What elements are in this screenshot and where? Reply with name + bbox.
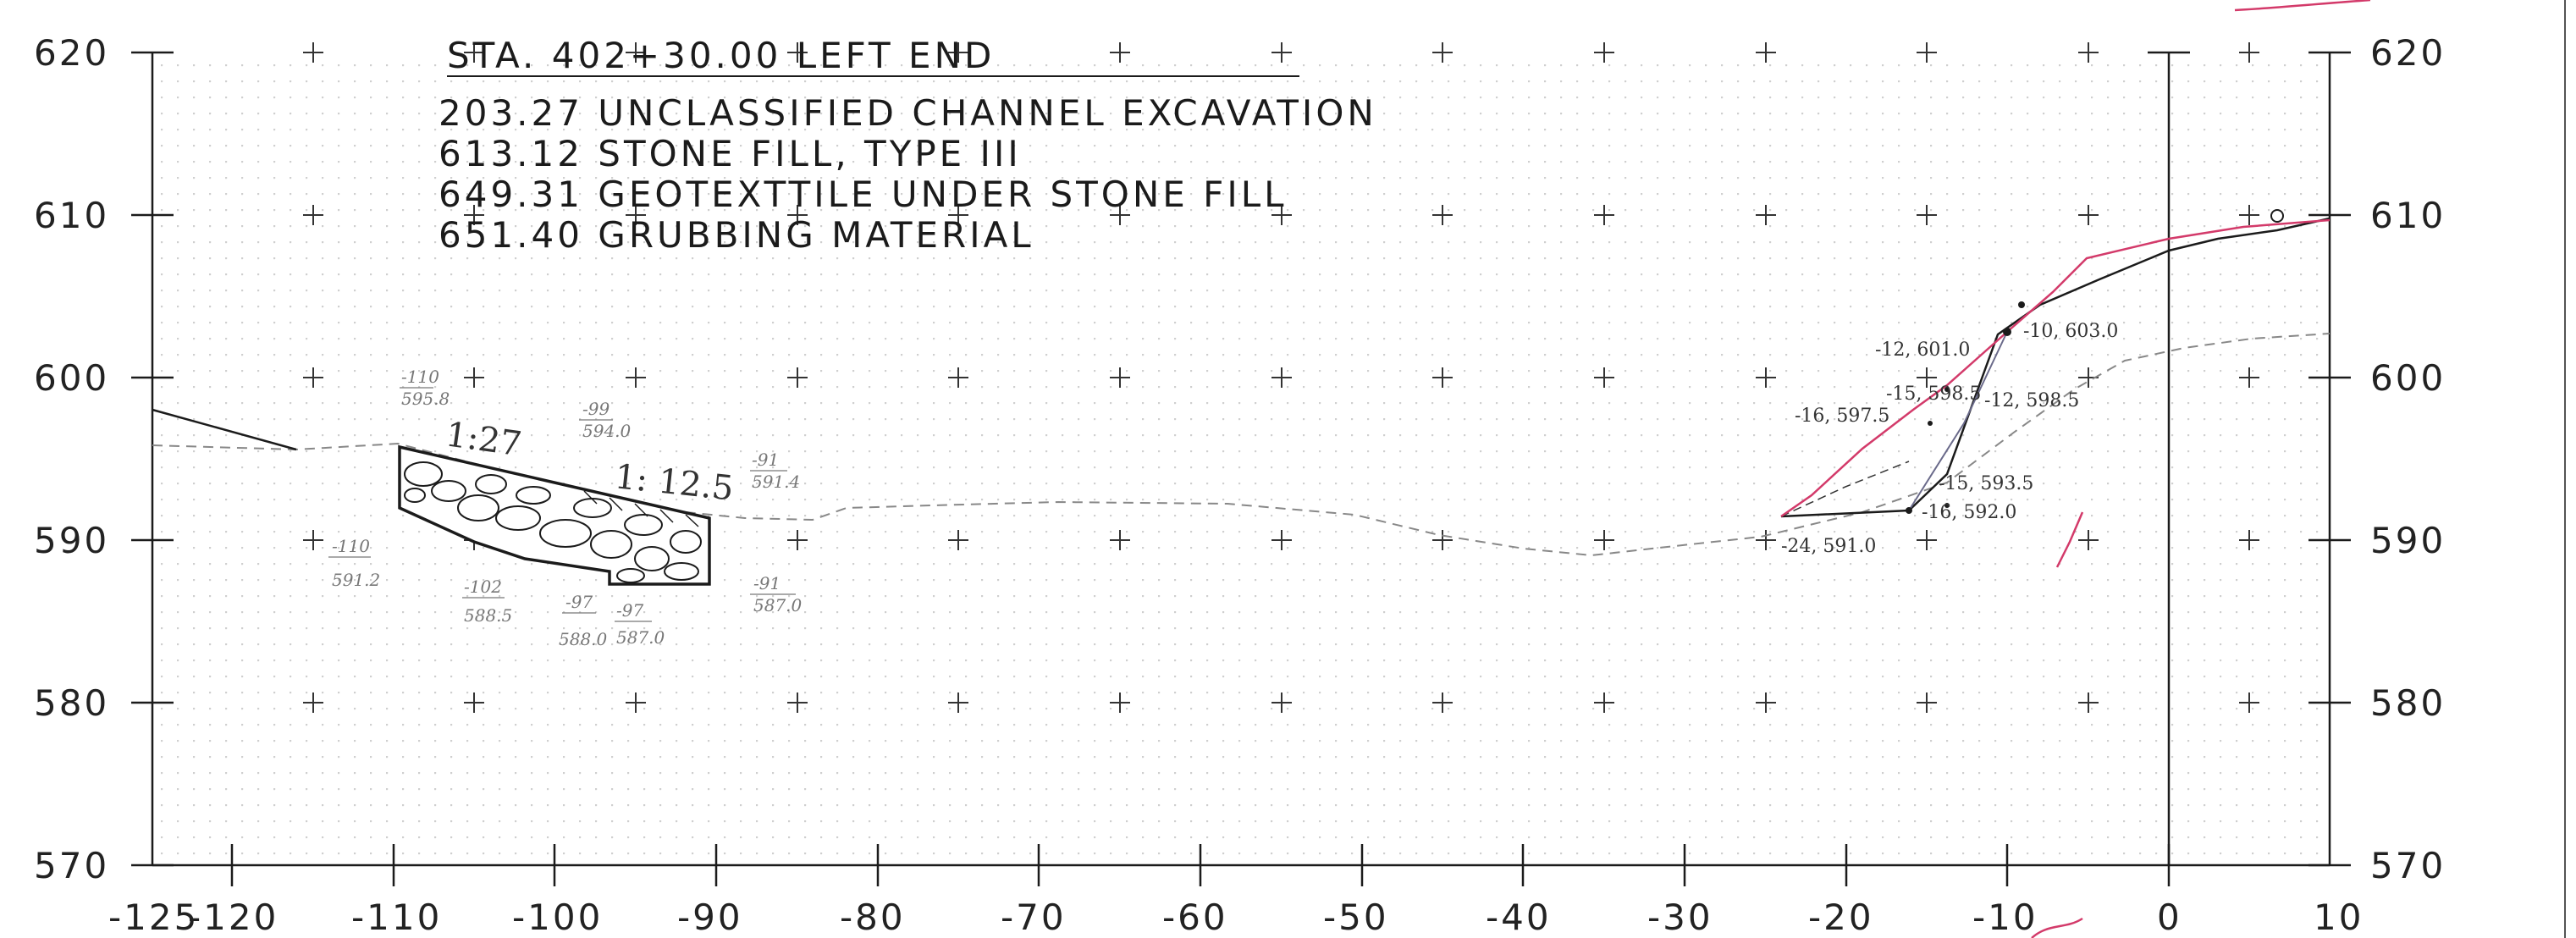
- quantity-line: 203.27 UNCLASSIFIED CHANNEL EXCAVATION: [439, 92, 1377, 134]
- y-tick-label: 610: [34, 195, 109, 236]
- station-label: -91: [752, 450, 779, 470]
- point-label: -12, 598.5: [1984, 390, 2079, 411]
- x-tick-label: -50: [1323, 897, 1389, 938]
- station-label: -110: [332, 536, 370, 556]
- y-tick-label: 580: [34, 682, 109, 724]
- y-tick-label: 600: [34, 357, 109, 399]
- point-label: -15, 593.5: [1939, 473, 2033, 494]
- x-tick-label: -120: [188, 897, 279, 938]
- left-station-labels: -110 595.8 -99 594.0 -91 591.4 -110 591.…: [328, 367, 803, 649]
- point-label: -24, 591.0: [1781, 536, 1876, 557]
- quantity-line: 651.40 GRUBBING MATERIAL: [439, 214, 1034, 256]
- right-station-labels: -10, 603.0 -12, 601.0 -15, 598.5 -12, 59…: [1781, 321, 2118, 557]
- x-axis-labels: -125 -120 -110 -100 -90 -80 -70 -60 -50 …: [108, 897, 2364, 938]
- quantity-line: 613.12 STONE FILL, TYPE III: [439, 133, 1022, 174]
- frame: [151, 0, 2566, 938]
- station-label: -99: [582, 399, 610, 419]
- right-point-markers: [1906, 209, 2284, 514]
- station-title: STA. 402+30.00 LEFT END: [447, 35, 995, 76]
- y-tick-label: 590: [34, 520, 109, 561]
- x-tick-label: -60: [1162, 897, 1228, 938]
- station-label: -102: [464, 577, 502, 597]
- left-ground-solid-line: [152, 408, 297, 451]
- x-tick-label: 0: [2157, 897, 2182, 938]
- x-axis-ticks: [230, 844, 2171, 886]
- elevation-label: 591.2: [332, 570, 380, 590]
- stone-fill-section: [398, 444, 711, 586]
- y-tick-label-right: 570: [2370, 845, 2446, 886]
- station-label: -110: [401, 367, 439, 387]
- x-tick-label: -40: [1486, 897, 1552, 938]
- elevation-label: 587.0: [753, 595, 803, 615]
- right-proposed-section: [1780, 217, 2331, 518]
- x-tick-label: -110: [351, 897, 442, 938]
- y-tick-label: 570: [34, 845, 109, 886]
- grid-cross-markers: [303, 42, 2259, 713]
- x-tick-label: -20: [1808, 897, 1874, 938]
- station-label: -97: [616, 600, 643, 621]
- right-y-labels: 620 610 600 590 580 570: [2370, 32, 2446, 886]
- x-tick-label: -90: [677, 897, 743, 938]
- x-tick-label: -125: [108, 897, 199, 938]
- x-tick-label: -80: [840, 897, 906, 938]
- y-tick-label-right: 600: [2370, 357, 2446, 399]
- x-tick-label: -30: [1647, 897, 1713, 938]
- point-label: -16, 592.0: [1922, 502, 2016, 523]
- x-tick-label: 10: [2314, 897, 2364, 938]
- point-label: -15, 598.5: [1886, 383, 1981, 405]
- y-tick-label-right: 590: [2370, 520, 2446, 561]
- elevation-label: 587.0: [616, 627, 665, 648]
- point-label: -10, 603.0: [2023, 321, 2118, 342]
- y-tick-label-right: 610: [2370, 195, 2446, 236]
- point-label: -12, 601.0: [1875, 339, 1970, 361]
- left-y-axis: [131, 51, 174, 867]
- elevation-label: 595.8: [401, 389, 450, 409]
- station-label: -97: [565, 592, 593, 612]
- y-tick-label-right: 620: [2370, 32, 2446, 74]
- y-tick-label-right: 580: [2370, 682, 2446, 724]
- elevation-label: 588.0: [559, 629, 608, 649]
- point-label: -16, 597.5: [1795, 406, 1889, 427]
- elevation-label: 591.4: [752, 472, 800, 492]
- elevation-label: 594.0: [582, 421, 632, 441]
- quantity-line: 649.31 GEOTEXTTILE UNDER STONE FILL: [439, 174, 1288, 215]
- left-y-labels: 620 610 600 590 580 570: [34, 32, 109, 886]
- elevation-label: 588.5: [464, 605, 512, 626]
- x-tick-label: -10: [1972, 897, 2038, 938]
- station-label: -91: [753, 573, 781, 593]
- dot-grid: [152, 52, 2328, 864]
- y-tick-label: 620: [34, 32, 109, 74]
- x-tick-label: -100: [512, 897, 603, 938]
- right-y-axis: [2148, 51, 2351, 867]
- x-tick-label: -70: [1001, 897, 1067, 938]
